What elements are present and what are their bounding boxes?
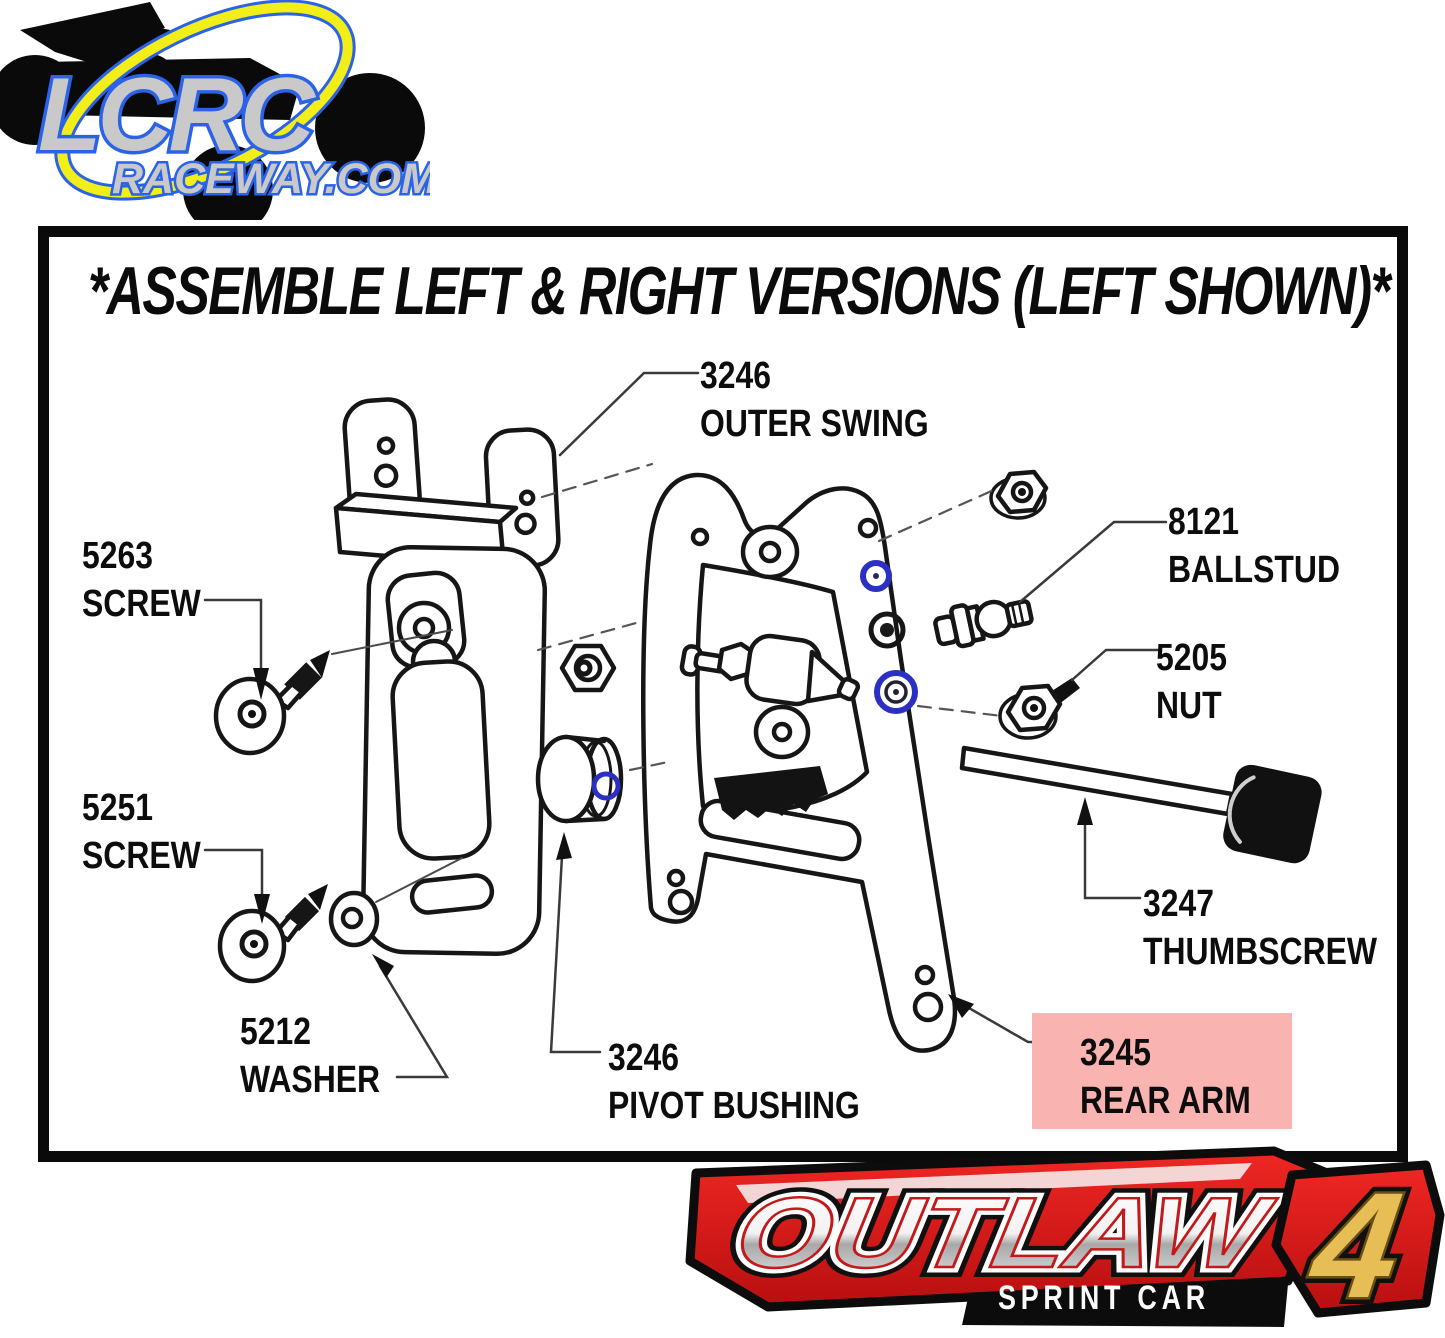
outlaw-wordmark-outline: OUTLAW bbox=[728, 1178, 1282, 1289]
part-name: REAR ARM bbox=[1080, 1080, 1251, 1122]
part-name: SCREW bbox=[82, 583, 201, 625]
logo-ring bbox=[54, 0, 356, 201]
outlaw4-logo: OUTLAW OUTLAW OUTLAW 4 4 SPRINT CAR bbox=[685, 1146, 1445, 1336]
part-name: SCREW bbox=[82, 835, 201, 877]
flange-nut-drawing bbox=[989, 469, 1049, 520]
lcrc-raceway-logo: LCRC RACEWAY.COM bbox=[0, 0, 430, 220]
guide-lines bbox=[331, 629, 463, 903]
dashed-lines bbox=[536, 462, 1004, 772]
thumbscrew-drawing bbox=[959, 745, 1322, 864]
label-outer-swing: 3246 OUTER SWING bbox=[700, 352, 929, 448]
label-pivot-bushing: 3246 PIVOT BUSHING bbox=[608, 1034, 860, 1130]
part-name: THUMBSCREW bbox=[1143, 931, 1378, 973]
leader-lines bbox=[203, 371, 1168, 1079]
outlaw-wordmark: OUTLAW bbox=[728, 1178, 1282, 1289]
nut-5205-drawing bbox=[998, 678, 1080, 740]
label-screw-5251: 5251 SCREW bbox=[82, 784, 201, 880]
label-nut-5205: 5205 NUT bbox=[1156, 634, 1227, 730]
part-name: OUTER SWING bbox=[700, 403, 929, 445]
label-ballstud: 8121 BALLSTUD bbox=[1168, 498, 1340, 594]
label-rear-arm: 3245 REAR ARM bbox=[1080, 1029, 1251, 1125]
screw-5251-drawing bbox=[217, 884, 328, 984]
washer-5212-drawing bbox=[328, 890, 380, 948]
number-hexagon bbox=[1271, 1160, 1445, 1318]
arm-washers-drawing bbox=[740, 524, 811, 760]
part-name: WASHER bbox=[240, 1059, 381, 1101]
part-name: PIVOT BUSHING bbox=[608, 1085, 860, 1127]
part-name: NUT bbox=[1156, 685, 1222, 727]
part-number: 5251 bbox=[82, 787, 154, 829]
part-number: 5263 bbox=[82, 535, 154, 577]
rear-arm-part-drawing bbox=[641, 472, 958, 1053]
screw-5263-drawing bbox=[213, 650, 330, 756]
leader-arrowheads bbox=[253, 668, 1093, 1018]
part-number: 3246 bbox=[608, 1037, 680, 1079]
pivot-bushing-drawing bbox=[535, 734, 624, 824]
part-number: 3245 bbox=[1080, 1032, 1152, 1074]
label-screw-5263: 5263 SCREW bbox=[82, 532, 201, 628]
sprintcar-wordmark: SPRINT CAR bbox=[998, 1279, 1210, 1317]
part-number: 5212 bbox=[240, 1011, 312, 1053]
part-number: 5205 bbox=[1156, 637, 1228, 679]
raceway-wordmark: RACEWAY.COM bbox=[112, 155, 430, 203]
serrated-insert-drawing bbox=[714, 766, 828, 820]
outlaw-wordmark-white: OUTLAW bbox=[728, 1178, 1282, 1289]
link-drawing bbox=[679, 633, 861, 707]
part-number: 3247 bbox=[1143, 883, 1215, 925]
label-thumbscrew: 3247 THUMBSCREW bbox=[1143, 880, 1377, 976]
part-number: 3246 bbox=[700, 355, 772, 397]
outer-swing-part-drawing bbox=[333, 397, 561, 957]
label-washer-5212: 5212 WASHER bbox=[240, 1008, 380, 1104]
rear-arm-highlight: 3245 REAR ARM bbox=[1032, 1013, 1292, 1129]
blue-marker-dots bbox=[860, 560, 918, 714]
ballstud-drawing bbox=[933, 599, 1034, 649]
diagram-title: *ASSEMBLE LEFT & RIGHT VERSIONS (LEFT SH… bbox=[88, 253, 1391, 329]
part-name: BALLSTUD bbox=[1168, 549, 1341, 591]
part-number: 8121 bbox=[1168, 501, 1240, 543]
banner-highlight bbox=[736, 1163, 1252, 1203]
center-hex-nut-drawing bbox=[559, 643, 617, 693]
lcrc-wordmark: LCRC bbox=[38, 57, 317, 173]
